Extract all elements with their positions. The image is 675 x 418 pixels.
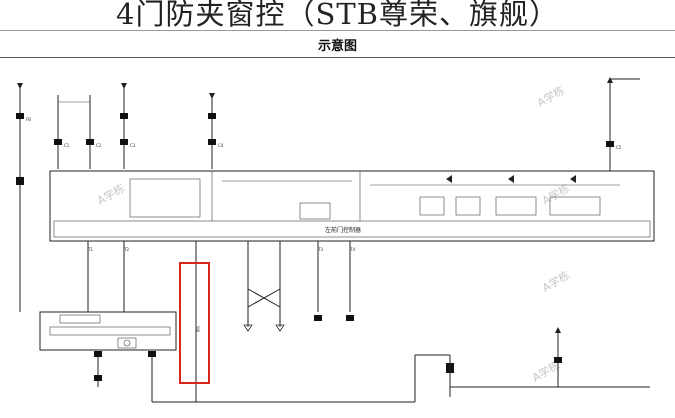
svg-text:C3: C3 — [130, 143, 136, 148]
lower-harness — [19, 185, 354, 402]
svg-text:C4: C4 — [218, 143, 224, 148]
watermark: A学栋 — [540, 268, 573, 295]
watermark: A学栋 — [95, 181, 128, 208]
diagram-subtitle: 示意图 — [317, 39, 357, 54]
svg-text:T3: T3 — [317, 247, 323, 252]
svg-text:C5: C5 — [616, 145, 622, 150]
svg-text:T2: T2 — [123, 247, 129, 252]
watermark: A学栋 — [535, 83, 568, 110]
svg-text:T4: T4 — [349, 247, 355, 252]
svg-text:T1: T1 — [87, 247, 93, 252]
wiring-diagram: A学栋 A学栋 A学栋 A学栋 A学栋 左前门控制器 — [16, 77, 655, 403]
svg-text:C1: C1 — [64, 143, 70, 148]
power-feed-group — [16, 83, 216, 185]
title-bar: 4门防夹窗控（STB尊荣、旗舰） — [0, 0, 675, 31]
subheader: 示意图 — [0, 30, 675, 58]
right-feed-group — [606, 77, 640, 171]
highlight-box — [179, 262, 210, 384]
svg-text:FB: FB — [26, 117, 31, 122]
page-title: 4门防夹窗控（STB尊荣、旗舰） — [116, 0, 559, 31]
module-label: 左前门控制器 — [325, 226, 361, 234]
svg-text:SW: SW — [195, 326, 200, 333]
ground-strap — [446, 327, 650, 397]
svg-text:C2: C2 — [96, 143, 102, 148]
module-bus-bar — [53, 220, 651, 238]
window-motor-module — [39, 311, 450, 403]
control-module-box — [49, 170, 655, 242]
